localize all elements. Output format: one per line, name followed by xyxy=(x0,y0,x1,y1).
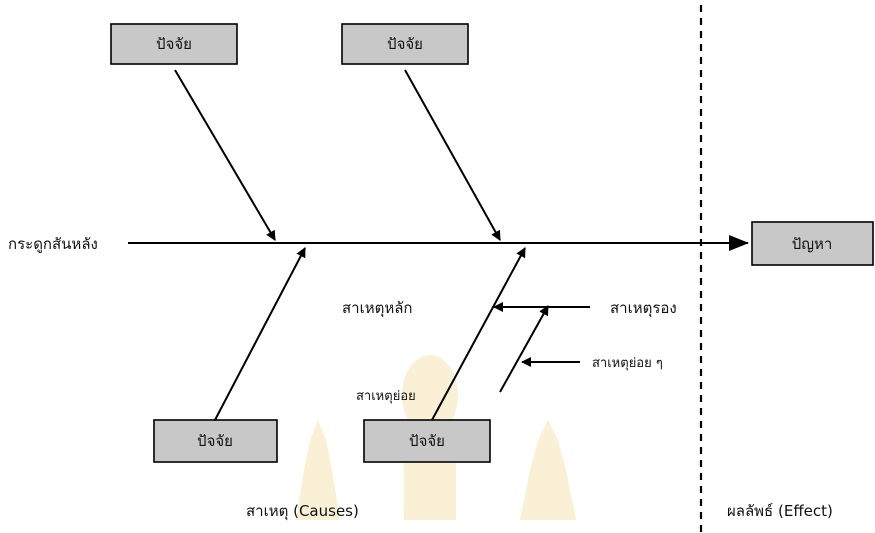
main-cause-label: สาเหตุหลัก xyxy=(342,299,413,318)
sub-cause-diagonal xyxy=(499,305,549,393)
cause-box-label: ปัจจัย xyxy=(156,35,192,53)
bone-top-middle xyxy=(404,69,501,241)
spine-label: กระดูกสันหลัง xyxy=(8,235,98,253)
bone-top-left xyxy=(174,69,276,241)
sub-cause-label: สาเหตุย่อย xyxy=(356,389,416,404)
cause-box-label: ปัจจัย xyxy=(197,432,233,450)
cause-box-label: ปัจจัย xyxy=(387,35,423,53)
cause-box-label: ปัจจัย xyxy=(409,432,445,450)
cause-box-bottom-middle: ปัจจัย xyxy=(363,419,491,463)
problem-label: ปัญหา xyxy=(792,235,833,253)
cause-box-bottom-left: ปัจจัย xyxy=(153,419,278,463)
problem-box: ปัญหา xyxy=(751,221,874,266)
watermark-emblem xyxy=(296,355,576,520)
sub-sub-cause-label: สาเหตุย่อย ๆ xyxy=(592,356,663,371)
causes-section-label: สาเหตุ (Causes) xyxy=(246,502,359,521)
bone-bottom-middle xyxy=(431,247,526,421)
bone-bottom-left xyxy=(214,247,306,421)
cause-box-top-left: ปัจจัย xyxy=(110,23,238,65)
secondary-cause-label: สาเหตุรอง xyxy=(610,299,677,318)
cause-box-top-middle: ปัจจัย xyxy=(341,23,469,65)
effect-section-label: ผลลัพธ์ (Effect) xyxy=(727,502,833,520)
